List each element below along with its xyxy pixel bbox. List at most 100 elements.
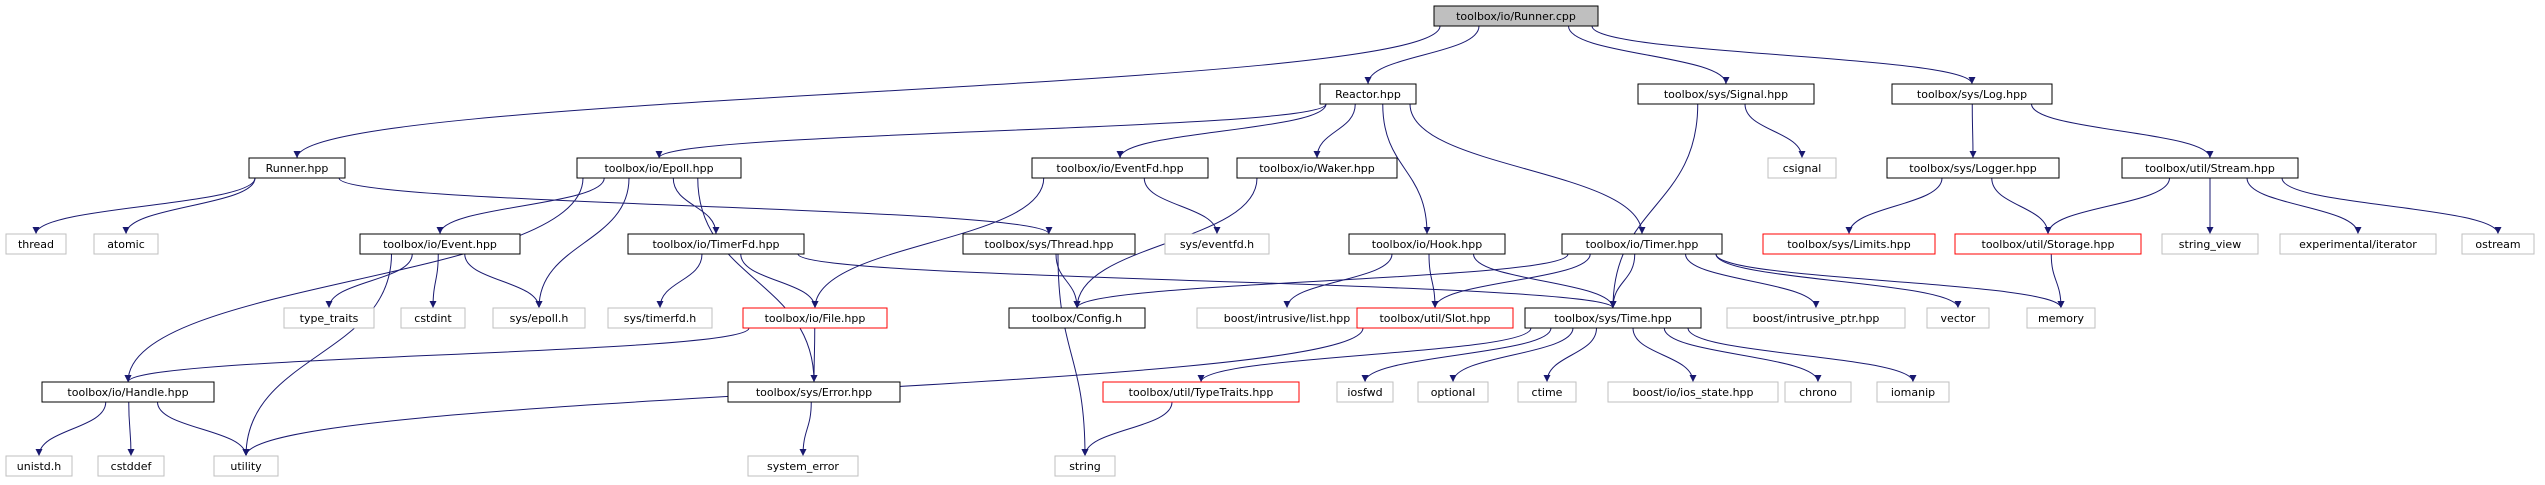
node-box xyxy=(2461,233,2535,255)
edge-signal_hpp-to-csignal xyxy=(1744,103,1806,159)
node-label: toolbox/io/Runner.cpp xyxy=(1456,10,1576,23)
edge-thread_hpp-to-string xyxy=(1057,253,1089,457)
node-label: toolbox/io/Event.hpp xyxy=(383,238,497,251)
node-box xyxy=(1356,307,1514,329)
node-thread-hpp[interactable]: toolbox/sys/Thread.hpp xyxy=(962,233,1136,255)
node-box xyxy=(1784,381,1852,403)
node-waker-hpp[interactable]: toolbox/io/Waker.hpp xyxy=(1236,157,1398,179)
node-time-hpp[interactable]: toolbox/sys/Time.hpp xyxy=(1524,307,1702,329)
edge-handle_hpp-to-utility xyxy=(157,401,250,457)
node-runner-cpp[interactable]: toolbox/io/Runner.cpp xyxy=(1433,5,1599,27)
node-signal-hpp[interactable]: toolbox/sys/Signal.hpp xyxy=(1637,83,1815,105)
node-unistd[interactable]: unistd.h xyxy=(5,455,73,477)
node-log-hpp[interactable]: toolbox/sys/Log.hpp xyxy=(1891,83,2053,105)
edge-epoll_hpp-to-handle_hpp xyxy=(124,177,584,383)
node-box xyxy=(1433,5,1599,27)
node-vector[interactable]: vector xyxy=(1926,307,1990,329)
edge-timer_hpp-to-time_hpp xyxy=(1609,253,1636,309)
node-eventfd-hpp[interactable]: toolbox/io/EventFd.hpp xyxy=(1031,157,1209,179)
node-boost-list[interactable]: boost/intrusive/list.hpp xyxy=(1196,307,1378,329)
node-config-hpp[interactable]: toolbox/Config.h xyxy=(1008,307,1146,329)
edge-log_hpp-to-logger_hpp xyxy=(1969,103,1977,159)
node-boost-ptr[interactable]: boost/intrusive_ptr.hpp xyxy=(1726,307,1906,329)
node-exp-iterator[interactable]: experimental/iterator xyxy=(2279,233,2437,255)
node-box xyxy=(1008,307,1146,329)
node-label: toolbox/Config.h xyxy=(1032,312,1122,325)
node-box xyxy=(1637,83,1815,105)
node-box xyxy=(627,233,805,255)
node-runner-hpp[interactable]: Runner.hpp xyxy=(248,157,346,179)
node-label: toolbox/io/Handle.hpp xyxy=(67,386,188,399)
node-atomic[interactable]: atomic xyxy=(93,233,159,255)
node-sys-epoll[interactable]: sys/epoll.h xyxy=(492,307,586,329)
node-optional[interactable]: optional xyxy=(1417,381,1489,403)
node-label: iosfwd xyxy=(1347,386,1382,399)
node-box xyxy=(1607,381,1779,403)
node-iosfwd[interactable]: iosfwd xyxy=(1336,381,1394,403)
node-label: sys/eventfd.h xyxy=(1180,238,1254,251)
node-hook-hpp[interactable]: toolbox/io/Hook.hpp xyxy=(1348,233,1506,255)
node-ctime[interactable]: ctime xyxy=(1517,381,1577,403)
node-box xyxy=(727,381,901,403)
node-storage-hpp[interactable]: toolbox/util/Storage.hpp xyxy=(1954,233,2142,255)
node-boost-ios[interactable]: boost/io/ios_state.hpp xyxy=(1607,381,1779,403)
node-typetraits-hpp[interactable]: toolbox/util/TypeTraits.hpp xyxy=(1102,381,1300,403)
node-file-hpp[interactable]: toolbox/io/File.hpp xyxy=(742,307,888,329)
node-utility[interactable]: utility xyxy=(213,455,279,477)
node-label: ostream xyxy=(2475,238,2520,251)
node-box xyxy=(283,307,375,329)
node-box xyxy=(400,307,466,329)
node-event-hpp[interactable]: toolbox/io/Event.hpp xyxy=(359,233,521,255)
node-box xyxy=(492,307,586,329)
node-string[interactable]: string xyxy=(1054,455,1116,477)
node-stream-hpp[interactable]: toolbox/util/Stream.hpp xyxy=(2121,157,2299,179)
edge-handle_hpp-to-cstddef xyxy=(127,401,135,457)
node-cstdint[interactable]: cstdint xyxy=(400,307,466,329)
node-ostream[interactable]: ostream xyxy=(2461,233,2535,255)
node-memory[interactable]: memory xyxy=(2026,307,2096,329)
node-label: string xyxy=(1069,460,1101,473)
edge-reactor_hpp-to-waker_hpp xyxy=(1313,103,1356,159)
node-system-error[interactable]: system_error xyxy=(747,455,859,477)
node-box xyxy=(1517,381,1577,403)
node-timer-hpp[interactable]: toolbox/io/Timer.hpp xyxy=(1561,233,1723,255)
node-epoll-hpp[interactable]: toolbox/io/Epoll.hpp xyxy=(576,157,742,179)
edge-handle_hpp-to-unistd xyxy=(35,401,107,457)
edge-event_hpp-to-type_traits xyxy=(325,253,413,309)
edge-stream_hpp-to-exp_iterator xyxy=(2246,177,2362,235)
node-slot-hpp[interactable]: toolbox/util/Slot.hpp xyxy=(1356,307,1514,329)
node-box xyxy=(1054,455,1116,477)
node-thread[interactable]: thread xyxy=(5,233,67,255)
edge-eventfd_hpp-to-file_hpp xyxy=(811,177,1045,309)
edge-event_hpp-to-cstdint xyxy=(429,253,439,309)
node-logger-hpp[interactable]: toolbox/sys/Logger.hpp xyxy=(1886,157,2060,179)
node-box xyxy=(1336,381,1394,403)
node-label: boost/intrusive/list.hpp xyxy=(1224,312,1350,325)
node-reactor-hpp[interactable]: Reactor.hpp xyxy=(1319,83,1417,105)
node-timerfd-hpp[interactable]: toolbox/io/TimerFd.hpp xyxy=(627,233,805,255)
node-sys-timerfd[interactable]: sys/timerfd.h xyxy=(607,307,713,329)
node-box xyxy=(5,233,67,255)
node-box xyxy=(1926,307,1990,329)
edge-timerfd_hpp-to-file_hpp xyxy=(740,253,819,309)
edge-event_hpp-to-utility xyxy=(242,253,392,457)
node-limits-hpp[interactable]: toolbox/sys/Limits.hpp xyxy=(1762,233,1936,255)
edge-time_hpp-to-optional xyxy=(1449,327,1574,383)
node-chrono[interactable]: chrono xyxy=(1784,381,1852,403)
node-type-traits[interactable]: type_traits xyxy=(283,307,375,329)
node-iomanip[interactable]: iomanip xyxy=(1876,381,1950,403)
node-cstddef[interactable]: cstddef xyxy=(97,455,165,477)
node-label: experimental/iterator xyxy=(2299,238,2417,251)
node-csignal[interactable]: csignal xyxy=(1767,157,1837,179)
node-label: type_traits xyxy=(300,312,359,325)
node-sys-eventfd[interactable]: sys/eventfd.h xyxy=(1164,233,1270,255)
node-label: toolbox/io/File.hpp xyxy=(765,312,866,325)
edge-stream_hpp-to-ostream xyxy=(2281,177,2502,235)
edge-logger_hpp-to-storage_hpp xyxy=(1991,177,2052,235)
node-label: ctime xyxy=(1532,386,1563,399)
node-string-view[interactable]: string_view xyxy=(2161,233,2259,255)
node-handle-hpp[interactable]: toolbox/io/Handle.hpp xyxy=(41,381,215,403)
node-error-hpp[interactable]: toolbox/sys/Error.hpp xyxy=(727,381,901,403)
node-label: toolbox/util/Storage.hpp xyxy=(1982,238,2115,251)
